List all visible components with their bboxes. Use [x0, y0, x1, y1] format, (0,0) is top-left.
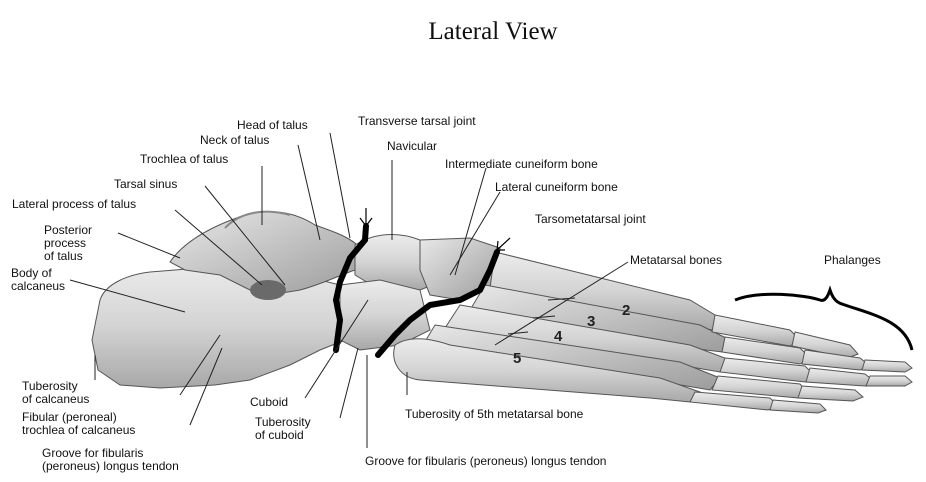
label-metatarsal-bones: Metatarsal bones [630, 254, 722, 267]
metatarsal-number-5: 5 [513, 350, 521, 367]
label-tuberosity-5th-metatarsal: Tuberosity of 5th metatarsal bone [405, 408, 583, 421]
metatarsal-number-2: 2 [622, 302, 630, 319]
label-groove-fibularis-bottom: Groove for fibularis (peroneus) longus t… [365, 455, 606, 468]
label-posterior-process-line-3: of talus [44, 250, 83, 263]
label-phalanges: Phalanges [824, 254, 881, 267]
label-fibular-trochlea-line-2: trochlea of calcaneus [22, 424, 135, 437]
phalanges-bones [690, 315, 912, 413]
label-lateral-process-of-talus: Lateral process of talus [12, 198, 136, 211]
label-tarsometatarsal-joint: Tarsometatarsal joint [535, 213, 646, 226]
label-transverse-tarsal-joint: Transverse tarsal joint [358, 115, 476, 128]
metatarsal-number-3: 3 [587, 313, 595, 330]
label-trochlea-of-talus: Trochlea of talus [140, 153, 228, 166]
label-navicular: Navicular [387, 140, 437, 153]
label-tuberosity-of-calcaneus-line-2: of calcaneus [22, 393, 89, 406]
label-tarsal-sinus: Tarsal sinus [114, 178, 177, 191]
label-head-of-talus: Head of talus [237, 119, 308, 132]
label-cuboid: Cuboid [250, 396, 288, 409]
label-lateral-cuneiform: Lateral cuneiform bone [495, 181, 618, 194]
label-intermediate-cuneiform: Intermediate cuneiform bone [445, 158, 598, 171]
label-neck-of-talus: Neck of talus [200, 134, 269, 147]
label-body-of-calcaneus-line-2: calcaneus [11, 280, 65, 293]
metatarsal-number-4: 4 [554, 328, 562, 345]
label-groove-fibularis-left-line-2: (peroneus) longus tendon [42, 460, 179, 473]
label-tuberosity-of-cuboid-line-2: of cuboid [255, 429, 304, 442]
